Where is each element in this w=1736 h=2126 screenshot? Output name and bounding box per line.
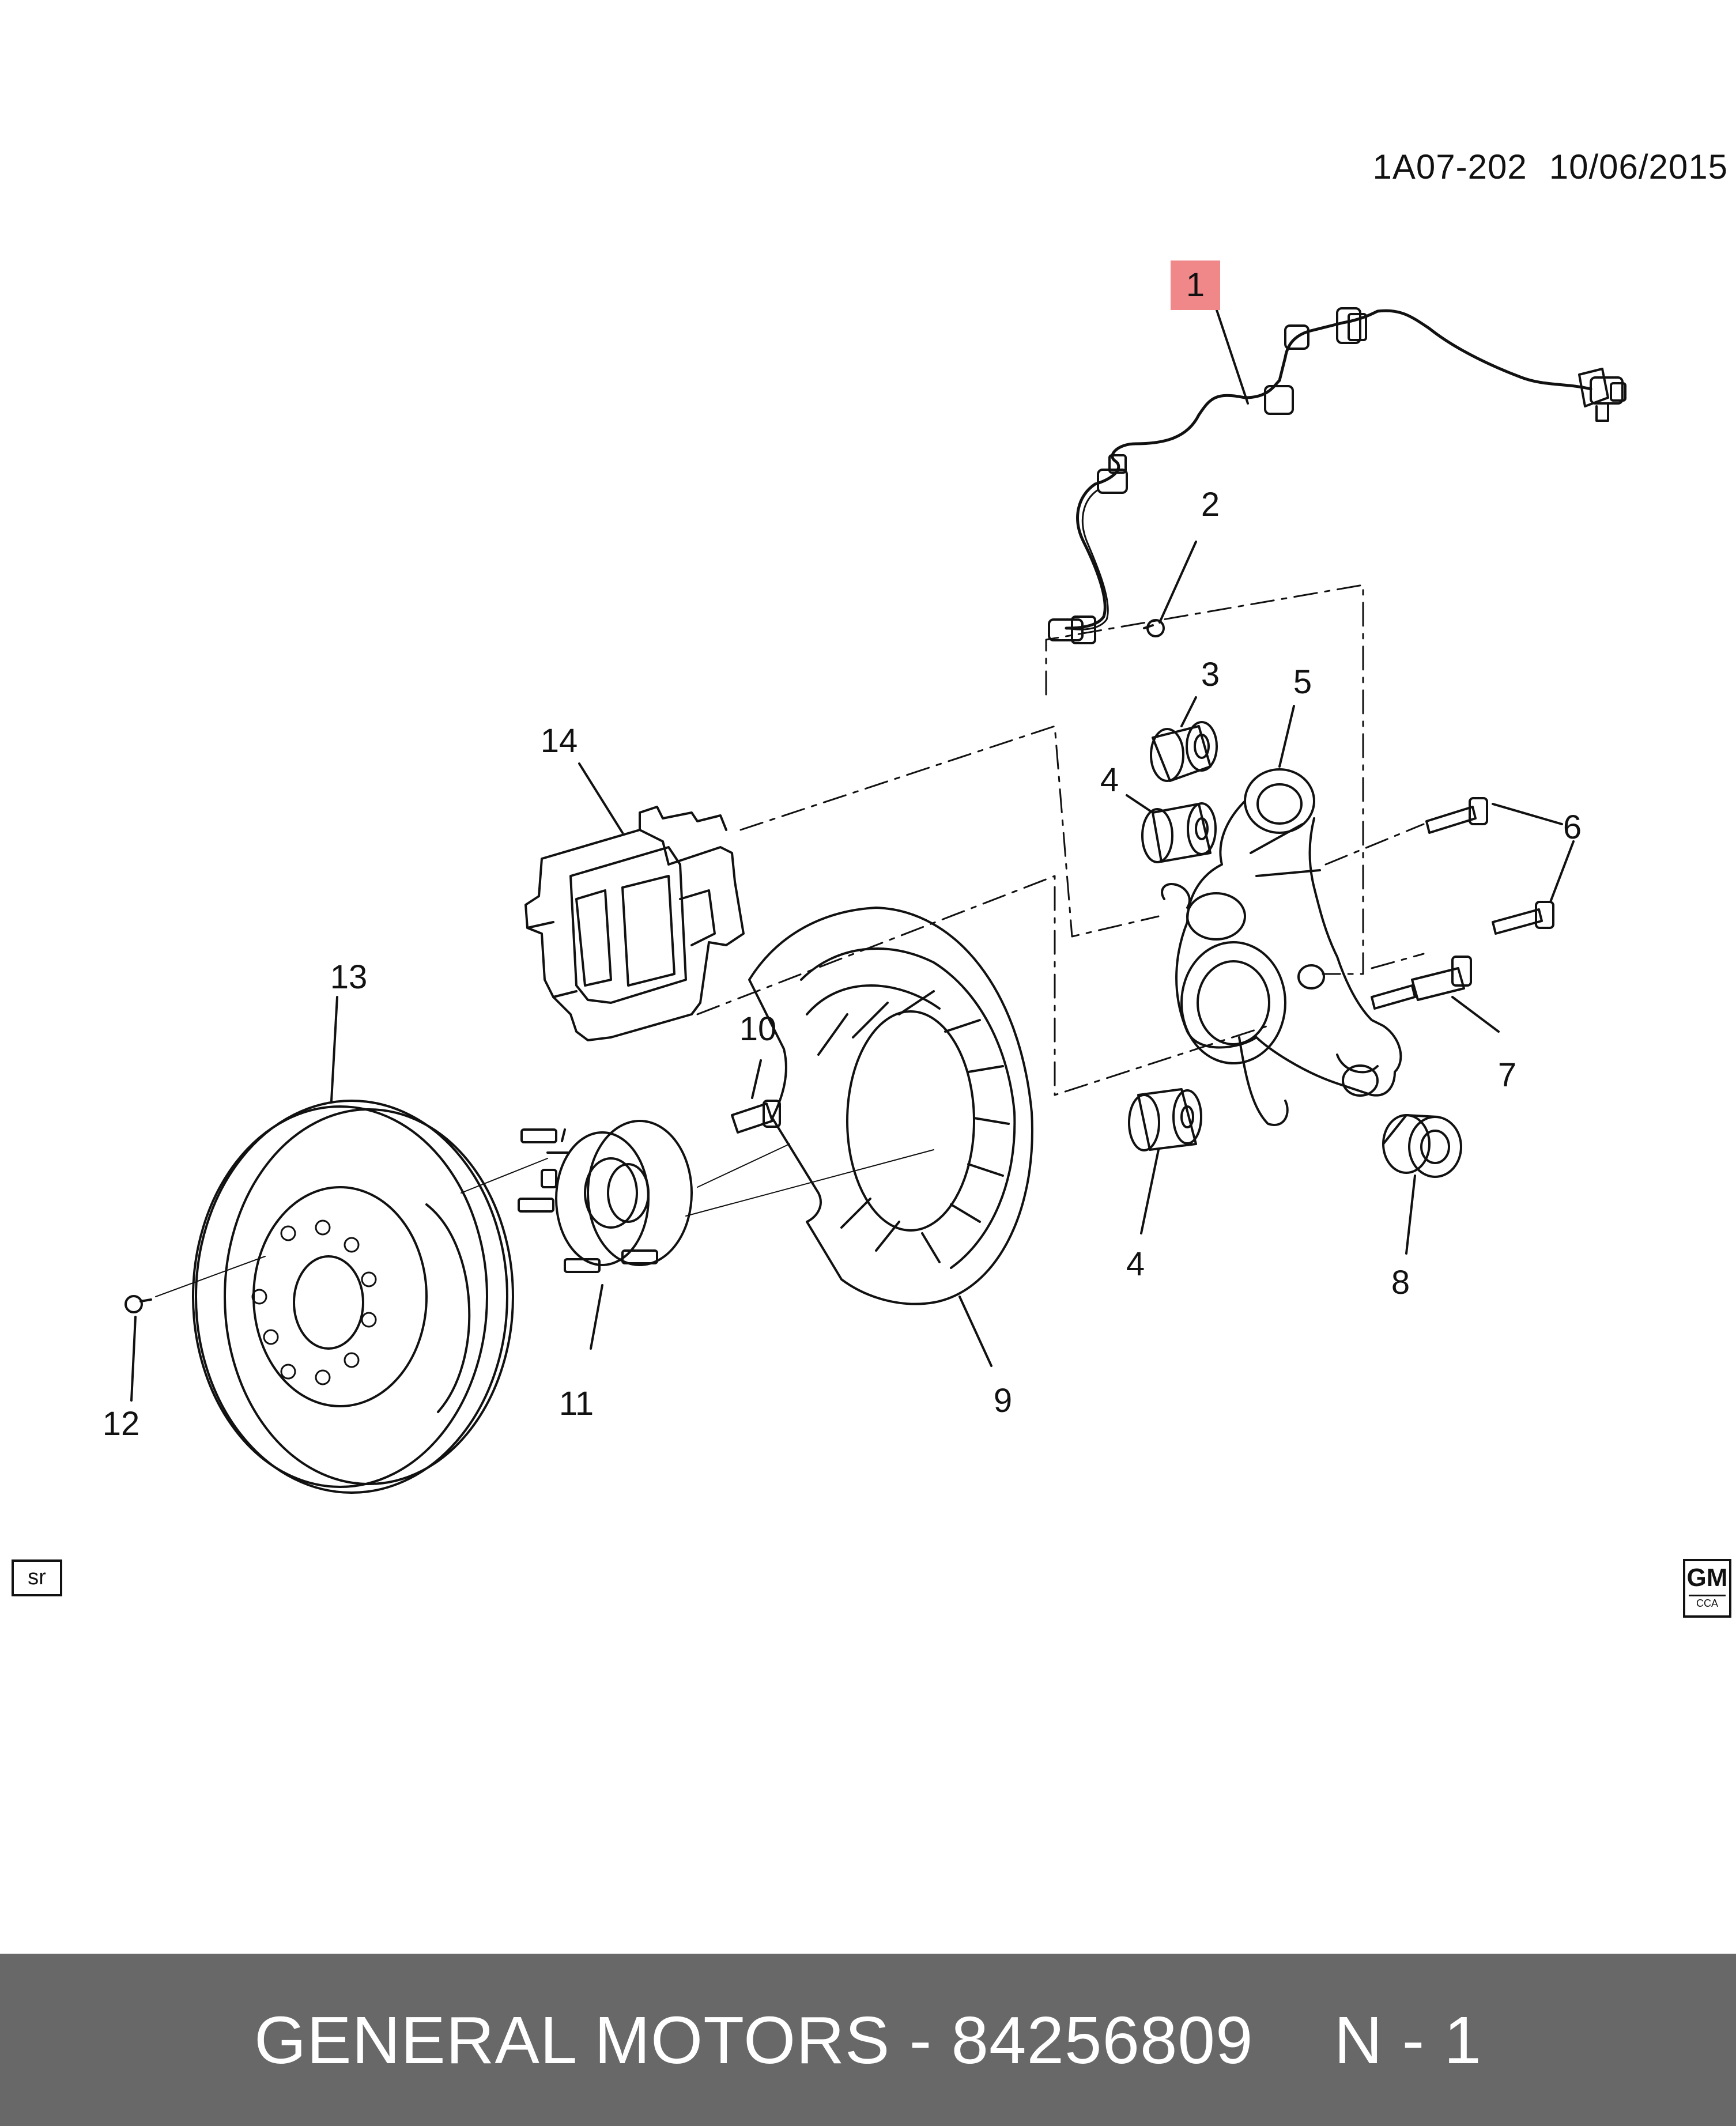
splash-shield — [748, 907, 1033, 1305]
rotor-bolt-holes — [251, 1219, 377, 1385]
bushing-mid — [1141, 802, 1217, 863]
leader-lines — [130, 307, 1575, 1402]
logo-brand: GM — [1686, 1564, 1728, 1592]
callout-4-upper[interactable]: 4 — [1100, 761, 1119, 799]
gm-logo-icon: GM CCA — [1683, 1559, 1731, 1618]
diagram-drawing — [124, 307, 1626, 1494]
callout-3[interactable]: 3 — [1201, 656, 1220, 693]
bushing-upper — [1150, 721, 1218, 782]
callout-9[interactable]: 9 — [993, 1382, 1013, 1419]
callout-2[interactable]: 2 — [1201, 486, 1220, 523]
speed-sensor-harness — [1048, 307, 1626, 644]
wheel-hub — [518, 1120, 693, 1273]
logo-sub: CCA — [1689, 1595, 1726, 1610]
document-reference: 1A07-202 10/06/2015 — [1372, 147, 1728, 187]
sr-badge: sr — [12, 1559, 62, 1596]
callout-6[interactable]: 6 — [1563, 809, 1582, 846]
reference-code: 1A07-202 — [1372, 148, 1527, 186]
bushing-8 — [1382, 1114, 1462, 1178]
bolts-6 — [1324, 797, 1554, 969]
callout-11[interactable]: 11 — [558, 1385, 594, 1422]
bolt-7 — [1371, 956, 1472, 1010]
brake-caliper — [524, 806, 745, 1041]
footer-suffix: N - 1 — [1334, 2002, 1482, 2078]
rotor-screw — [124, 1256, 266, 1313]
knuckle — [1161, 768, 1402, 1126]
callout-7[interactable]: 7 — [1497, 1056, 1517, 1094]
callout-10[interactable]: 10 — [739, 1010, 777, 1048]
parts-diagram: 1A07-202 10/06/2015 1 2 3 4 5 6 7 4 8 9 1… — [12, 147, 1731, 1618]
callout-5[interactable]: 5 — [1293, 663, 1312, 701]
callout-8[interactable]: 8 — [1391, 1264, 1410, 1301]
callout-12[interactable]: 12 — [102, 1405, 140, 1442]
footer-part-number: GENERAL MOTORS - 84256809 — [254, 2002, 1254, 2078]
reference-date: 10/06/2015 — [1549, 148, 1728, 186]
callout-14[interactable]: 14 — [540, 722, 578, 760]
callout-4-lower[interactable]: 4 — [1126, 1245, 1145, 1283]
footer-bar: GENERAL MOTORS - 84256809 N - 1 — [0, 1954, 1736, 2126]
callout-1[interactable]: 1 — [1171, 260, 1220, 310]
bushing-lower — [1128, 1088, 1202, 1151]
wheel-stud — [731, 1100, 781, 1134]
callout-13[interactable]: 13 — [330, 958, 368, 996]
brake-rotor — [192, 1100, 514, 1494]
